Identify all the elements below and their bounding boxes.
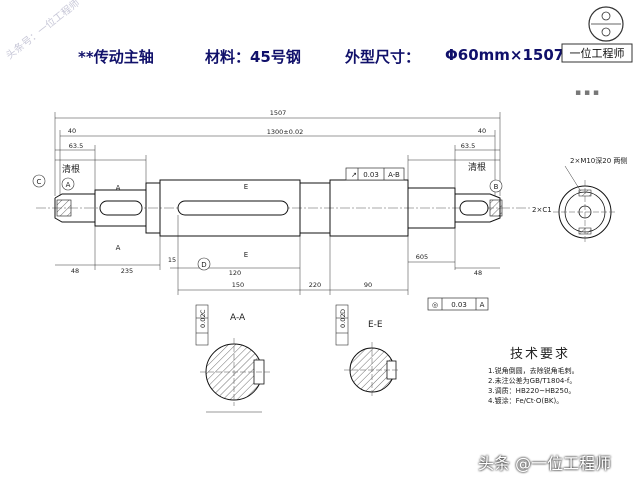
thread-note: 2×M10深20 两侧	[570, 156, 627, 165]
logo-text: 一位工程师	[570, 46, 625, 60]
keyway-right	[459, 200, 489, 216]
datum-b: B	[494, 183, 499, 191]
chamfer-note: 2×C1	[532, 206, 552, 214]
dim-90: 90	[364, 281, 372, 289]
tech-req-item: 1.锐角倒圆，去除锐角毛刺。	[488, 367, 579, 375]
section-aa-label: A-A	[230, 313, 246, 323]
shaft-body	[54, 179, 501, 237]
datum-a-circle	[61, 177, 75, 191]
section-mark-e-bottom: E	[244, 251, 248, 259]
tolerance-frame-1	[345, 167, 405, 181]
dim-48: 48	[71, 267, 79, 275]
section-mark-a-bottom: A	[116, 244, 121, 252]
dim-605: 605	[416, 253, 428, 261]
dim-left-40: 40	[68, 127, 76, 135]
dim-left-63: 63.5	[69, 142, 83, 150]
section-ee-label: E-E	[368, 320, 383, 330]
datum-b-circle	[489, 179, 503, 193]
section-e-e	[344, 342, 400, 398]
datum-d-circle	[197, 257, 211, 271]
dimension-lines-bottom	[55, 215, 500, 295]
tol-a-value: 0.02	[199, 314, 207, 328]
material-label: 材料：45号钢	[205, 48, 301, 66]
tol-e-value: 0.02	[339, 314, 347, 328]
tol-a-ref: C	[199, 309, 207, 314]
dim-220: 220	[309, 281, 321, 289]
tolerance-frame-a	[195, 304, 209, 346]
section-mark-e-top: E	[244, 183, 248, 191]
part-name: **传动主轴	[78, 48, 154, 66]
brand-logo: 一位工程师	[561, 6, 633, 63]
tol-1-ref: A-B	[388, 171, 400, 179]
datum-d: D	[201, 261, 206, 269]
dim-right-40: 40	[478, 127, 486, 135]
dim-48-right: 48	[474, 269, 482, 277]
tech-req-title: 技术要求	[510, 347, 571, 362]
end-view	[553, 165, 617, 244]
datum-c-circle	[32, 174, 46, 188]
dim-120: 120	[229, 269, 241, 277]
tech-req-item: 2.未注公差为GB/T1804-f。	[488, 377, 577, 385]
tolerance-frame-2	[427, 297, 489, 311]
keyway-middle	[177, 200, 289, 216]
tech-req-list: 1.锐角倒圆，去除锐角毛刺。 2.未注公差为GB/T1804-f。 3.调质：H…	[488, 366, 579, 406]
tech-req-item: 3.调质：HB220~HB250。	[488, 387, 576, 395]
dimension-lines-top	[54, 112, 501, 196]
tol-e-ref: D	[339, 309, 347, 314]
dim-150: 150	[232, 281, 244, 289]
tol-1-value: 0.03	[363, 171, 379, 179]
dim-inner: 1300±0.02	[267, 128, 303, 136]
end-section-right	[489, 199, 503, 217]
size-value: Φ60mm×1507mm	[445, 46, 596, 64]
tol-2-ref: A	[480, 301, 485, 309]
keyway-left	[99, 200, 143, 216]
section-a-a	[200, 338, 270, 413]
dim-235: 235	[121, 267, 133, 275]
title-bar: **传动主轴 材料：45号钢 外型尺寸： Φ60mm×1507mm	[0, 38, 640, 76]
tech-req-item: 4.镀涂：Fe/Ct·O(BK)。	[488, 397, 564, 405]
datum-c: C	[37, 178, 42, 186]
qinggen-left: 清根	[62, 163, 80, 175]
decor-dots: ▪ ▪ ▪	[575, 88, 600, 98]
footer-watermark: 头条 @一位工程师	[478, 454, 612, 473]
svg-text:↗: ↗	[351, 171, 357, 179]
dim-total: 1507	[270, 109, 287, 117]
section-mark-a-top: A	[116, 184, 121, 192]
qinggen-right: 清根	[468, 161, 486, 173]
end-section-left	[56, 199, 72, 217]
datum-a: A	[66, 181, 71, 189]
size-label: 外型尺寸：	[345, 48, 421, 66]
dim-15: 15	[168, 256, 176, 264]
tol-2-value: 0.03	[451, 301, 467, 309]
svg-text:◎: ◎	[432, 301, 438, 309]
dim-right-63: 63.5	[461, 142, 475, 150]
tolerance-frame-e	[335, 304, 349, 346]
